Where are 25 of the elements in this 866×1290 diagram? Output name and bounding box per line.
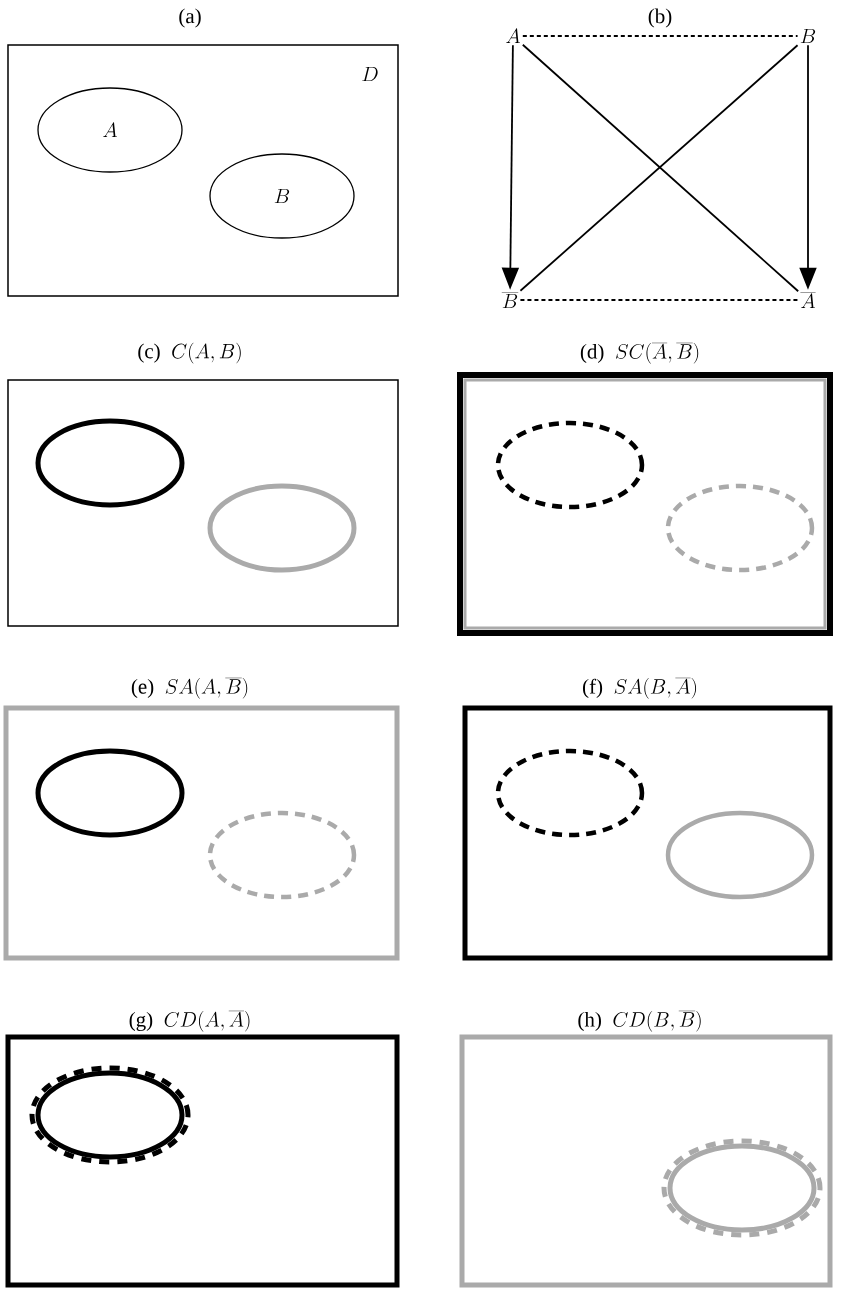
dashed-line	[519, 299, 800, 301]
ellipse	[665, 810, 815, 900]
panel-title: (a)	[179, 8, 201, 28]
vertex-label: $\overline{B}$	[501, 292, 519, 309]
ellipse	[495, 420, 645, 510]
ellipse	[207, 483, 357, 573]
panel-title: (g) $CD(A,\overline{A})$	[129, 1010, 250, 1032]
panel-title: (b)	[648, 8, 672, 28]
panel-title: (h) $CD(B,\overline{B})$	[578, 1010, 701, 1032]
ellipse-drawing	[661, 1138, 823, 1238]
ellipse	[665, 483, 815, 573]
dashed-line	[521, 35, 799, 37]
vertex-label: $A$	[506, 28, 520, 44]
region-label: $D$	[362, 66, 378, 82]
vertex-label: $\overline{A}$	[800, 292, 816, 309]
panel-title: (d) $SC(\overline{A},\overline{B})$	[580, 342, 699, 364]
ellipse	[35, 748, 185, 838]
ellipse	[207, 810, 357, 900]
panel-title: (c) $C(A,B)$	[138, 342, 241, 364]
ellipse-drawing	[29, 1065, 191, 1165]
panel-title: (e) $SA(A,\overline{B})$	[131, 677, 248, 699]
panel-title: (f) $SA(B,\overline{A})$	[583, 677, 697, 699]
ellipse	[495, 748, 645, 838]
vertex-label: $B$	[800, 28, 816, 44]
ellipse	[35, 418, 185, 508]
